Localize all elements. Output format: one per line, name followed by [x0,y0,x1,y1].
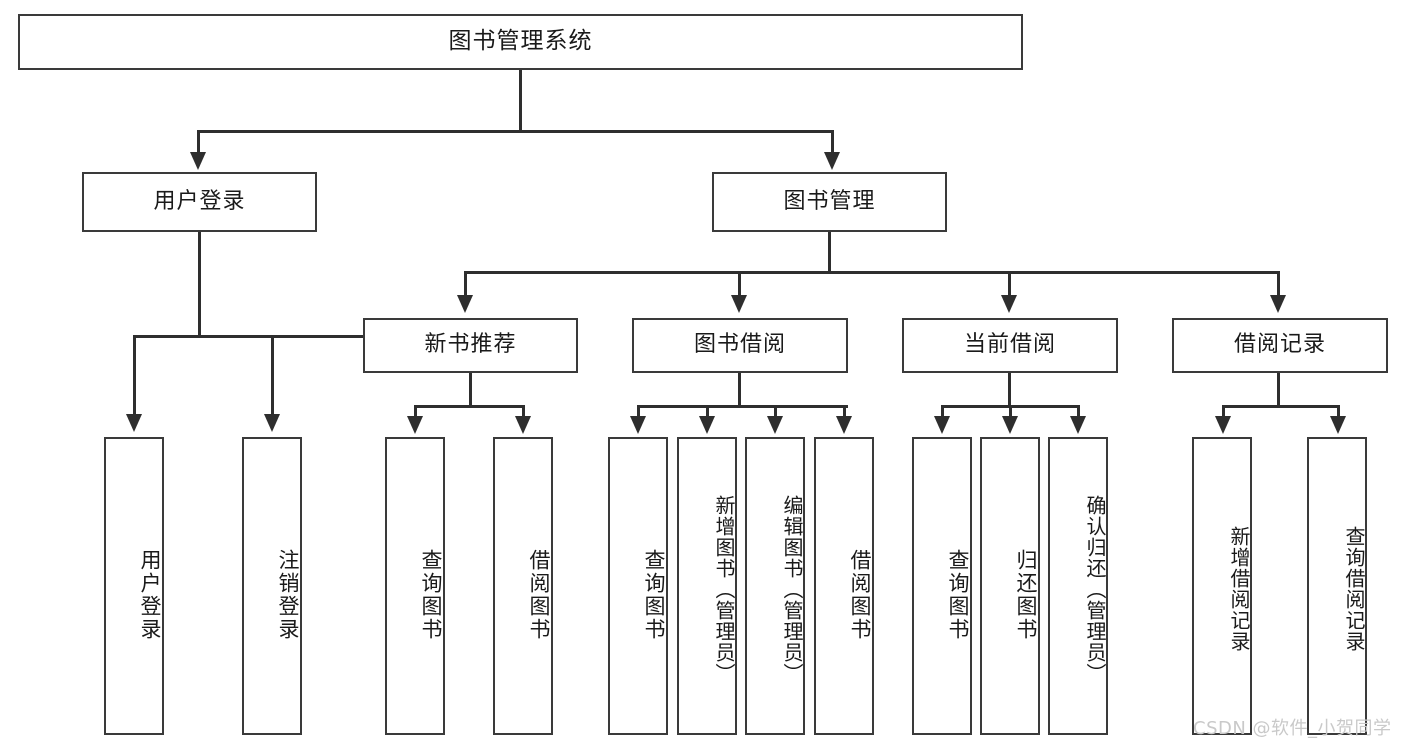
leaf-nbr-query-book[interactable]: 查询图书 [385,437,445,735]
leaf-bb-borrow-book[interactable]: 借阅图书 [814,437,874,735]
leaf-bb-add-book-admin[interactable]: 新增图书（管理员） [677,437,737,735]
leaf-cb-confirm-return-admin[interactable]: 确认归还（管理员） [1048,437,1108,735]
edge-drop-cb-query [941,405,944,417]
arrow-to-bb-edit-book [767,416,783,434]
edge-drop-borrow-record [1277,271,1280,298]
leaf-br-query-record[interactable]: 查询借阅记录 [1307,437,1367,735]
edge-book-borrow-bus [637,405,848,408]
edge-drop-leaf-logout [271,335,274,417]
arrow-to-br-add-record [1215,416,1231,434]
leaf-br-add-record[interactable]: 新增借阅记录 [1192,437,1252,735]
arrow-to-bb-borrow-book [836,416,852,434]
edge-drop-nb-borrow [522,405,525,417]
node-new-book-recommend[interactable]: 新书推荐 [363,318,578,373]
edge-drop-book-manage [831,130,834,156]
arrow-to-bb-add-book [699,416,715,434]
edge-root-bus [197,130,834,133]
edge-drop-cb-confirm [1077,405,1080,417]
edge-drop-br-add [1222,405,1225,417]
arrow-to-leaf-logout [264,414,280,432]
leaf-nbr-borrow-book[interactable]: 借阅图书 [493,437,553,735]
edge-drop-user-login [197,130,200,156]
arrow-to-borrow-record [1270,295,1286,313]
edge-drop-br-query [1337,405,1340,417]
leaf-user-login[interactable]: 用户登录 [104,437,164,735]
csdn-watermark: CSDN @软件_小贺同学 [1193,718,1392,739]
edge-drop-bb-query [637,405,640,417]
node-book-management[interactable]: 图书管理 [712,172,947,232]
leaf-bb-edit-book-admin[interactable]: 编辑图书（管理员） [745,437,805,735]
arrow-to-new-book-recommend [457,295,473,313]
edge-user-login-stem [198,232,201,335]
leaf-cb-return-book[interactable]: 归还图书 [980,437,1040,735]
node-root-library-system[interactable]: 图书管理系统 [18,14,1023,70]
arrow-to-book-borrow [731,295,747,313]
arrow-to-current-borrow [1001,295,1017,313]
edge-borrow-record-stem [1277,373,1280,407]
node-book-borrow[interactable]: 图书借阅 [632,318,848,373]
edge-book-manage-bus [464,271,1277,274]
arrow-to-user-login [190,152,206,170]
edge-drop-bb-borrow [843,405,846,417]
edge-drop-bb-add [706,405,709,417]
arrow-to-nb-borrow-book [515,416,531,434]
edge-new-book-bus [414,405,525,408]
edge-drop-cb-return [1009,405,1012,417]
edge-drop-book-borrow [738,271,741,298]
edge-drop-new-book [464,271,467,298]
node-user-login[interactable]: 用户登录 [82,172,317,232]
arrow-to-nb-query-book [407,416,423,434]
arrow-to-cb-query-book [934,416,950,434]
node-borrow-record[interactable]: 借阅记录 [1172,318,1388,373]
arrow-to-br-query-record [1330,416,1346,434]
arrow-to-book-manage [824,152,840,170]
edge-book-borrow-stem [738,373,741,407]
arrow-to-cb-return-book [1002,416,1018,434]
leaf-logout[interactable]: 注销登录 [242,437,302,735]
edge-user-login-bus [133,335,404,338]
arrow-to-bb-query-book [630,416,646,434]
edge-book-manage-stem [828,232,831,273]
node-current-borrow[interactable]: 当前借阅 [902,318,1118,373]
leaf-cb-query-book[interactable]: 查询图书 [912,437,972,735]
edge-drop-current-borrow [1008,271,1011,298]
edge-drop-leaf-user-login [133,335,136,417]
edge-root-stem [519,70,522,130]
edge-borrow-record-bus [1222,405,1340,408]
arrow-to-leaf-user-login [126,414,142,432]
edge-new-book-stem [469,373,472,407]
arrow-to-cb-confirm-return [1070,416,1086,434]
edge-current-borrow-stem [1008,373,1011,407]
edge-drop-nb-query [414,405,417,417]
edge-drop-bb-edit [774,405,777,417]
leaf-bb-query-book[interactable]: 查询图书 [608,437,668,735]
